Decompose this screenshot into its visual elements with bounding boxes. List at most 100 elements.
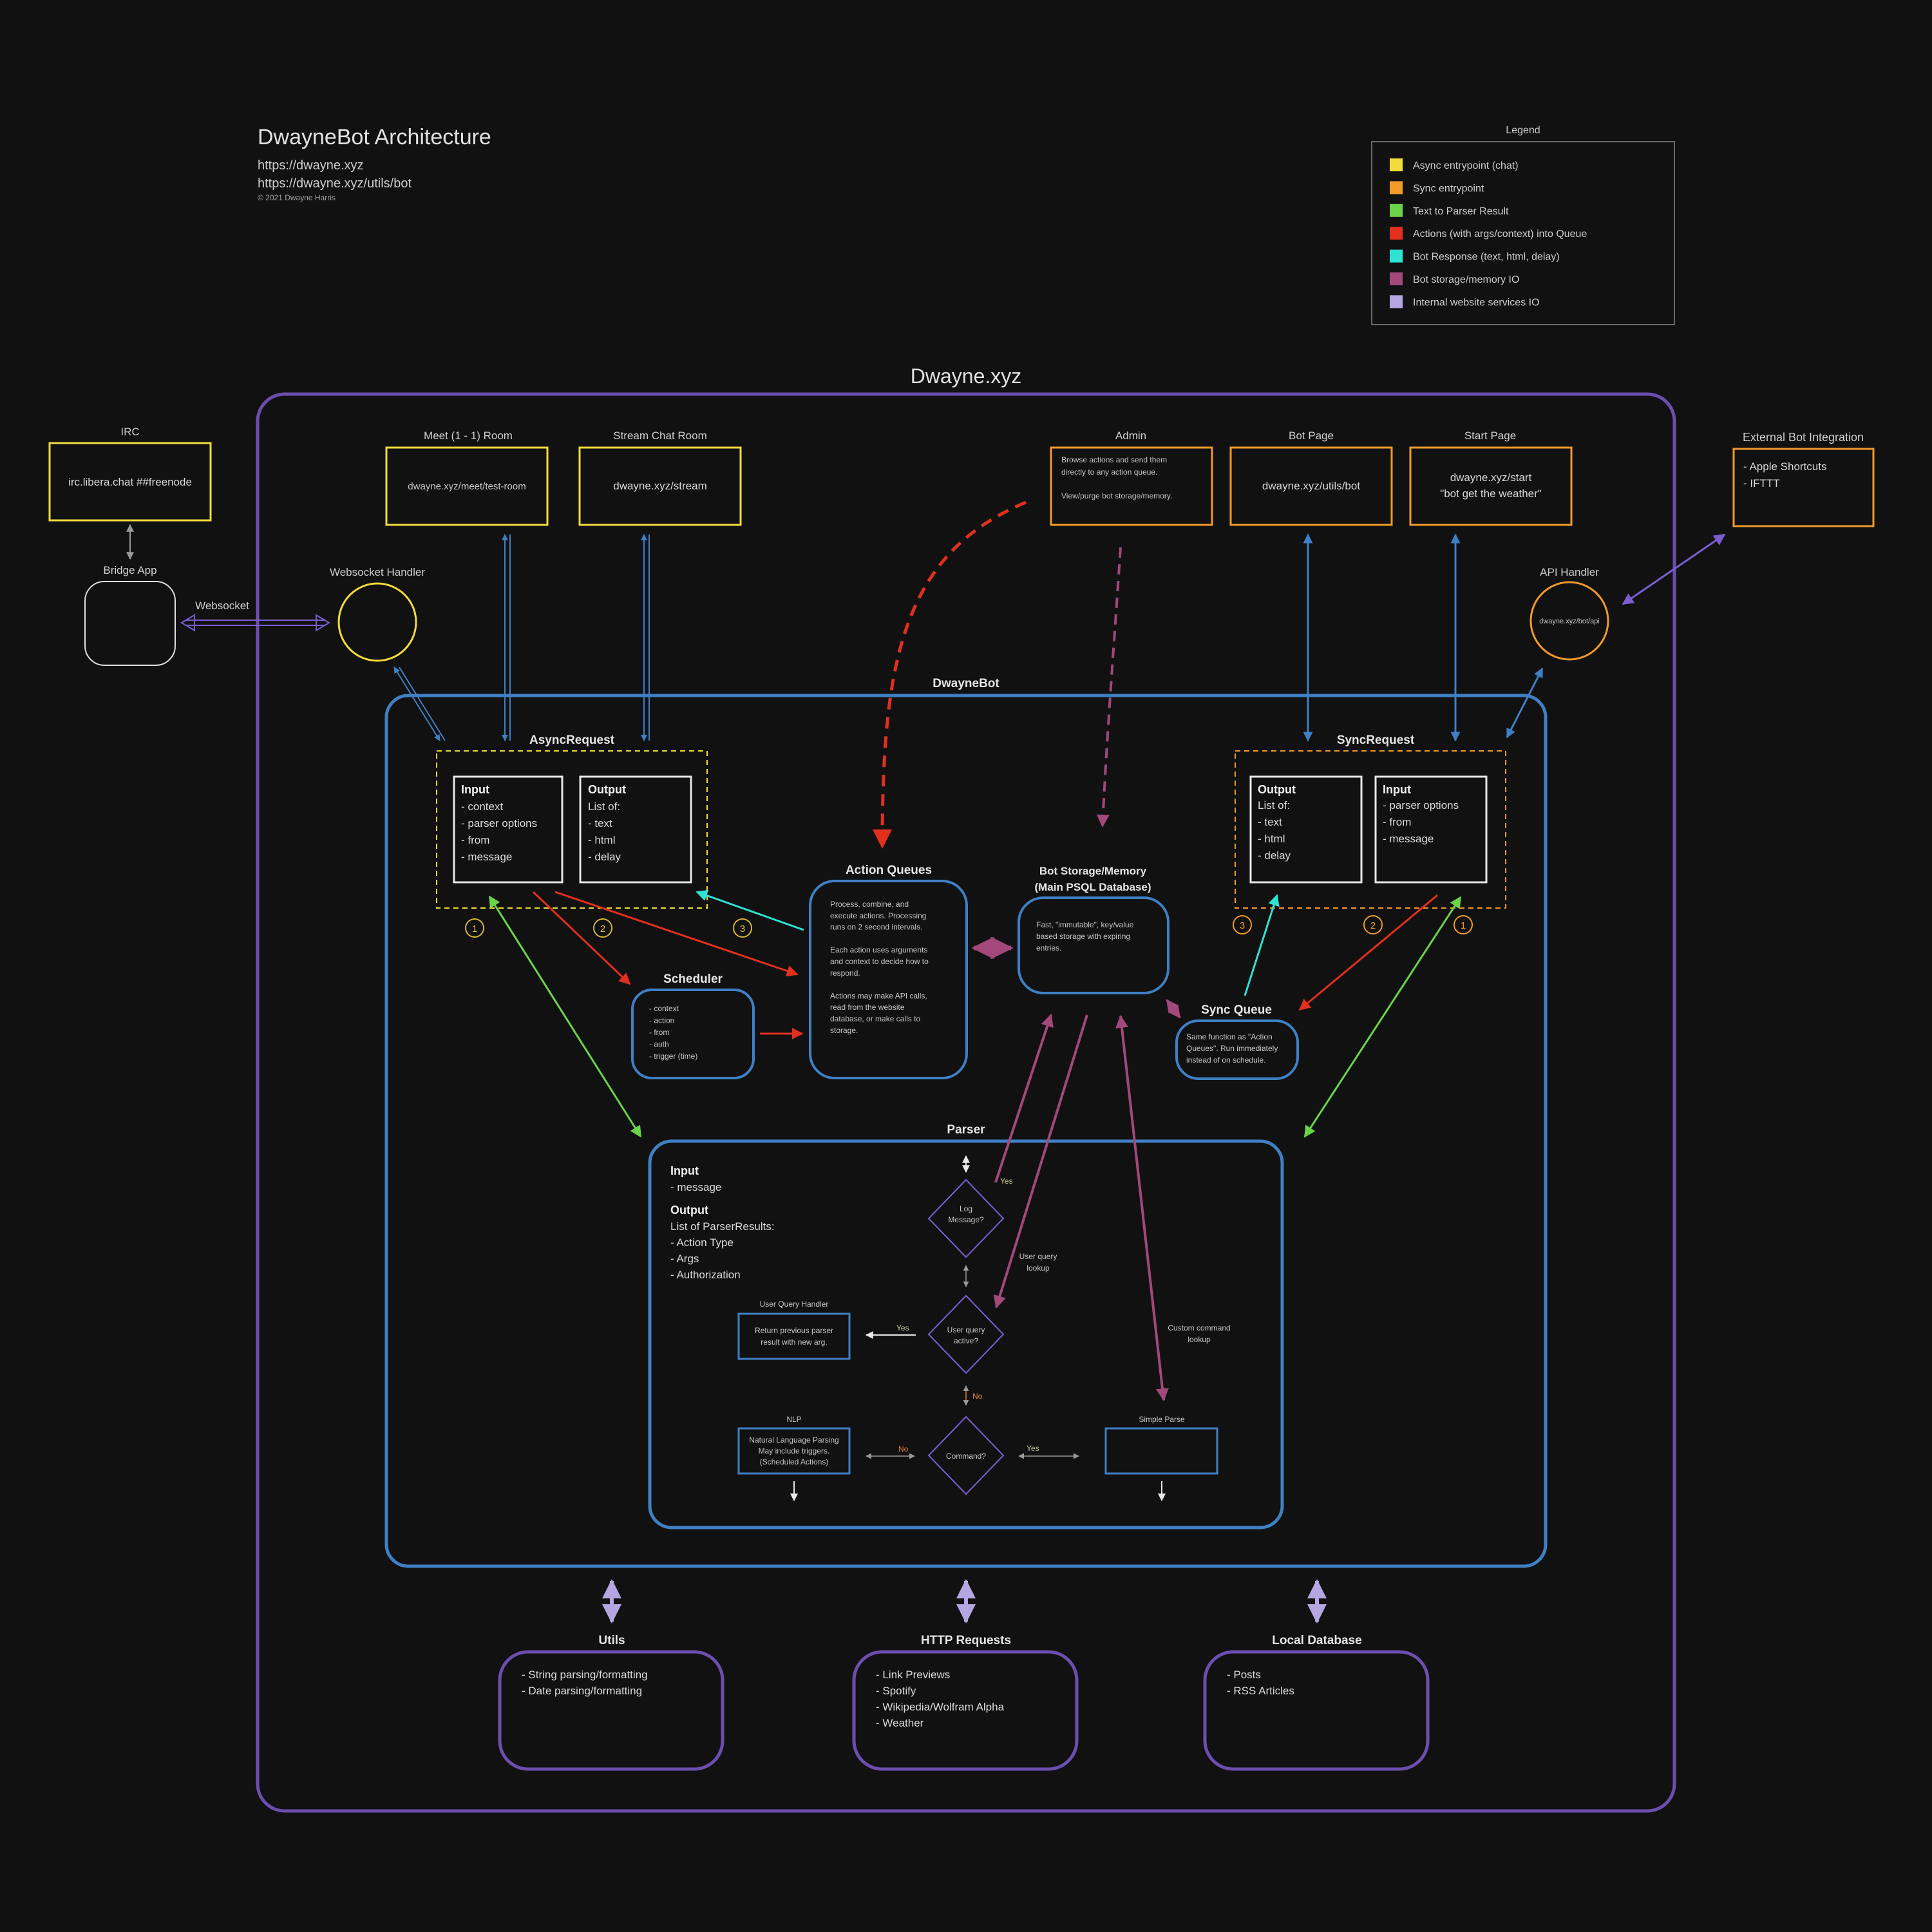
storage-line-1: based storage with expiring xyxy=(1036,932,1130,941)
bridge-app-box[interactable] xyxy=(84,581,176,666)
external-api-link xyxy=(1622,533,1726,605)
parser: Parser Input - message Output List of Pa… xyxy=(648,1123,1284,1530)
simple-parse-label: Simple Parse xyxy=(1139,1415,1185,1424)
storage-line-2: entries. xyxy=(1036,943,1061,952)
websocket-handler-node[interactable] xyxy=(337,582,417,662)
sync-output-item-3: - delay xyxy=(1258,849,1291,862)
site-frame xyxy=(256,392,1676,1813)
action-queues: Action Queues Process, combine, andexecu… xyxy=(809,864,968,1079)
irc-group: IRC irc.libera.chat ##freenode xyxy=(48,426,212,522)
admin-box[interactable] xyxy=(1050,446,1213,526)
action-queues-box[interactable] xyxy=(809,880,968,1079)
bot-page-label: Bot Page xyxy=(1289,430,1334,442)
external-integration: External Bot Integration - Apple Shortcu… xyxy=(1732,431,1875,527)
page-title: DwayneBot Architecture xyxy=(258,125,491,149)
legend-items: Async entrypoint (chat)Sync entrypointTe… xyxy=(1390,158,1587,308)
async-input-head: Input xyxy=(461,783,489,796)
flow-arrows xyxy=(488,889,1462,1624)
http-requests: HTTP Requests - Link Previews- Spotify- … xyxy=(852,1634,1079,1771)
api-sync-link xyxy=(1506,667,1544,739)
sync-step-3-circle xyxy=(1233,915,1252,934)
ws-async-link-a xyxy=(393,667,440,741)
meet-room-url: dwayne.xyz/meet/test-room xyxy=(408,481,526,492)
syncqueue-sync-response-arrow xyxy=(1244,894,1280,996)
legend-swatch-1 xyxy=(1390,181,1403,194)
async-step-1-circle xyxy=(465,918,484,938)
action-queues-line-2: runs on 2 second intervals. xyxy=(830,923,922,932)
async-output-list: List of:- text- html- delay xyxy=(588,800,621,863)
scheduler-item-4: - trigger (time) xyxy=(649,1052,697,1061)
stream-room-url: dwayne.xyz/stream xyxy=(613,480,707,492)
async-step-3-circle xyxy=(733,918,752,938)
ws-async-link-b xyxy=(399,667,446,741)
irc-box[interactable] xyxy=(48,442,212,522)
sync-input-box xyxy=(1374,775,1488,884)
storage-box[interactable] xyxy=(1018,896,1170,994)
sync-request-frame xyxy=(1235,750,1506,909)
admin-line2: directly to any action queue. xyxy=(1061,468,1157,477)
legend-swatch-0 xyxy=(1390,158,1403,171)
http-box[interactable] xyxy=(852,1650,1079,1771)
parser-output-list: List of ParserResults:- Action Type- Arg… xyxy=(670,1220,775,1281)
custom-lookup-line2: lookup xyxy=(1188,1335,1211,1344)
bot-url-link[interactable]: https://dwayne.xyz/utils/bot xyxy=(258,176,412,191)
action-queues-line-0: Process, combine, and xyxy=(830,900,909,909)
async-parser-arrow xyxy=(488,895,642,1138)
start-page-label: Start Page xyxy=(1464,430,1516,442)
sync-queue-box[interactable] xyxy=(1175,1019,1299,1080)
sync-output-head: Output xyxy=(1258,783,1296,796)
storage-userquery-arrow xyxy=(993,1014,1088,1309)
localdb-box[interactable] xyxy=(1203,1650,1430,1771)
async-request-title: AsyncRequest xyxy=(529,734,615,747)
async-step-3: 3 xyxy=(740,923,745,934)
api-handler-node[interactable] xyxy=(1530,581,1609,661)
user-lookup-line2: lookup xyxy=(1027,1264,1050,1273)
legend-label-6: Internal website services IO xyxy=(1413,297,1540,308)
scheduler: Scheduler - context- action- from- auth-… xyxy=(631,972,755,1079)
log-decision xyxy=(927,1179,1005,1258)
external-box[interactable] xyxy=(1732,448,1875,527)
scheduler-list: - context- action- from- auth- trigger (… xyxy=(649,1004,697,1061)
parser-output-item-1: - Action Type xyxy=(670,1236,734,1249)
async-output-head: Output xyxy=(588,783,626,796)
action-queues-line-10: database, or make calls to xyxy=(830,1014,920,1023)
sync-parser-arrow xyxy=(1303,896,1462,1138)
legend-swatch-3 xyxy=(1390,227,1403,240)
custom-lookup-line1: Custom command xyxy=(1168,1323,1230,1332)
sync-syncqueue-arrow xyxy=(1298,894,1438,1011)
irc-label: IRC xyxy=(120,426,139,438)
legend: Legend Async entrypoint (chat)Sync entry… xyxy=(1371,125,1675,325)
action-queues-line-9: read from the website xyxy=(830,1003,905,1012)
async-step-1: 1 xyxy=(472,923,477,934)
command-no-label: No xyxy=(898,1444,909,1454)
legend-label-5: Bot storage/memory IO xyxy=(1413,274,1519,285)
admin-line3: View/purge bot storage/memory. xyxy=(1061,491,1172,500)
meet-room-label: Meet (1 - 1) Room xyxy=(424,430,513,442)
uqh-line2: result with new arg. xyxy=(761,1338,827,1347)
start-page: Start Page dwayne.xyz/start "bot get the… xyxy=(1409,430,1573,526)
external-item-ifttt: - IFTTT xyxy=(1743,477,1780,489)
nlp-label: NLP xyxy=(786,1415,801,1424)
start-page-box[interactable] xyxy=(1409,446,1573,526)
async-output-item-1: - text xyxy=(588,817,612,829)
uqh-label: User Query Handler xyxy=(760,1300,829,1309)
legend-swatch-6 xyxy=(1390,295,1403,308)
action-queues-line-4: Each action uses arguments xyxy=(830,945,927,954)
command-decision xyxy=(927,1416,1005,1495)
command-decision-label: Command? xyxy=(946,1452,986,1461)
http-list: - Link Previews- Spotify- Wikipedia/Wolf… xyxy=(876,1669,1005,1729)
legend-frame xyxy=(1371,141,1675,325)
utils-box[interactable] xyxy=(498,1650,724,1771)
stream-room-box[interactable] xyxy=(578,446,742,526)
user-query-line2: active? xyxy=(954,1336,978,1345)
sync-output-box xyxy=(1249,775,1363,884)
bot-page-box[interactable] xyxy=(1229,446,1393,526)
meet-room-box[interactable] xyxy=(385,446,549,526)
site-url-link[interactable]: https://dwayne.xyz xyxy=(258,158,364,173)
async-scheduler-arrow xyxy=(532,891,631,985)
http-item-1: - Spotify xyxy=(876,1685,916,1697)
parser-input-item: - message xyxy=(670,1181,721,1193)
async-input-box xyxy=(453,775,564,884)
